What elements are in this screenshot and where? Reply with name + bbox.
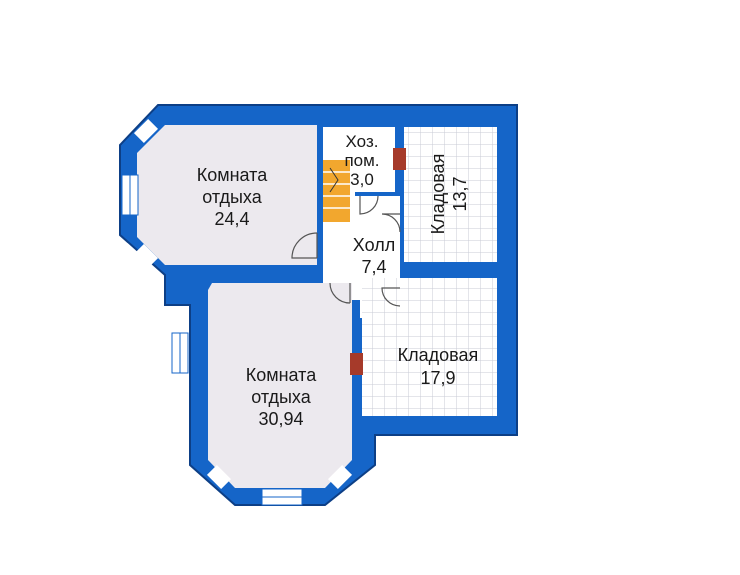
window-icon bbox=[171, 332, 189, 374]
room-lounge-top-area: 24,4 bbox=[214, 209, 249, 229]
chimney-icon bbox=[350, 353, 363, 375]
door-swing-icon bbox=[381, 213, 401, 233]
room-storage-bottom-name: Кладовая bbox=[398, 345, 479, 365]
window-icon bbox=[133, 118, 159, 144]
room-hall-name: Холл bbox=[353, 235, 395, 255]
room-lounge-bottom-name-1: Комната bbox=[246, 365, 317, 385]
room-storage-top-name: Кладовая bbox=[428, 154, 448, 235]
chimney-icon bbox=[393, 148, 406, 170]
room-lounge-top-name-1: Комната bbox=[197, 165, 268, 185]
stairs-icon bbox=[323, 160, 350, 222]
room-utility-area: 3,0 bbox=[350, 170, 374, 189]
room-hall-area: 7,4 bbox=[361, 257, 386, 277]
room-lounge-bottom-area: 30,94 bbox=[258, 409, 303, 429]
window-icon bbox=[327, 464, 353, 490]
window-icon bbox=[206, 464, 232, 490]
door-swing-icon bbox=[329, 282, 351, 304]
room-storage-top-area: 13,7 bbox=[450, 176, 470, 211]
room-utility-name-1: Хоз. bbox=[346, 132, 379, 151]
door-swing-icon bbox=[381, 287, 401, 307]
room-utility-name-2: пом. bbox=[344, 151, 379, 170]
room-lounge-bottom-name-2: отдыха bbox=[251, 387, 312, 407]
room-storage-bottom bbox=[362, 278, 497, 416]
inner-wall-utility bbox=[355, 192, 395, 196]
window-icon bbox=[121, 174, 139, 216]
room-lounge-top bbox=[137, 125, 317, 265]
room-storage-bottom-area: 17,9 bbox=[420, 368, 455, 388]
window-icon bbox=[261, 488, 303, 506]
door-swing-icon bbox=[359, 195, 379, 215]
window-icon bbox=[133, 243, 159, 269]
room-storage-top bbox=[404, 127, 497, 262]
room-lounge-bottom bbox=[208, 283, 352, 488]
room-lounge-top-name-2: отдыха bbox=[202, 187, 263, 207]
door-swing-icon bbox=[291, 232, 318, 259]
